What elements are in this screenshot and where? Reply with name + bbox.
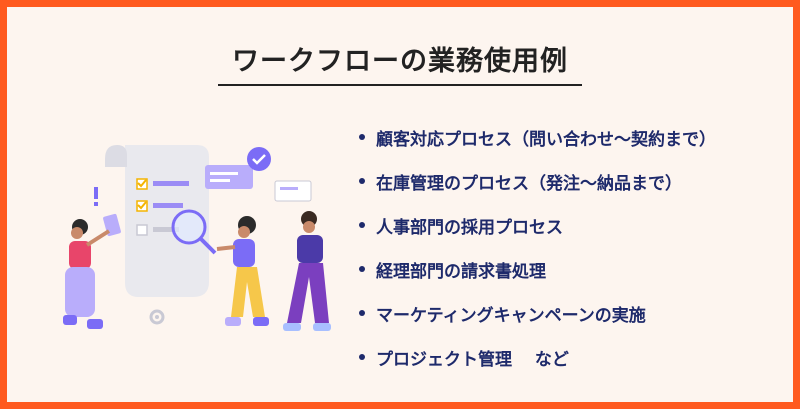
woman-holding-tablet	[63, 213, 121, 329]
gear-icon	[149, 309, 165, 325]
card: ワークフローの業務使用例	[7, 7, 793, 402]
bullet-icon	[359, 266, 365, 272]
workflow-illustration	[63, 145, 331, 331]
bullet-icon	[359, 222, 365, 228]
list-item-label: プロジェクト管理 など	[376, 349, 569, 370]
title-wrap: ワークフローの業務使用例	[7, 39, 793, 86]
list-item: 人事部門の採用プロセス	[359, 203, 716, 247]
man-thinking	[283, 211, 331, 331]
bullet-icon	[359, 134, 365, 140]
list-item: 顧客対応プロセス（問い合わせ〜契約まで）	[359, 115, 716, 159]
list-item-label: 在庫管理のプロセス（発注〜納品まで）	[376, 173, 682, 194]
list-item-label: 顧客対応プロセス（問い合わせ〜契約まで）	[376, 129, 716, 150]
list-item-label: 人事部門の採用プロセス	[376, 217, 563, 238]
use-case-list: 顧客対応プロセス（問い合わせ〜契約まで） 在庫管理のプロセス（発注〜納品まで） …	[359, 115, 716, 379]
checkmark-badge-icon	[247, 147, 271, 171]
exclamation-icon	[94, 187, 98, 206]
document-icon	[105, 145, 209, 297]
bullet-icon	[359, 178, 365, 184]
list-item: 経理部門の請求書処理	[359, 247, 716, 291]
magnifier-icon	[171, 209, 217, 255]
list-item: 在庫管理のプロセス（発注〜納品まで）	[359, 159, 716, 203]
list-item: マーケティングキャンペーンの実施	[359, 291, 716, 335]
list-item: プロジェクト管理 など	[359, 335, 716, 379]
woman-pointing	[216, 216, 269, 326]
bullet-icon	[359, 310, 365, 316]
bullet-icon	[359, 354, 365, 360]
list-item-label: マーケティングキャンペーンの実施	[376, 305, 646, 326]
list-item-label: 経理部門の請求書処理	[376, 261, 546, 282]
page-title: ワークフローの業務使用例	[218, 39, 582, 86]
